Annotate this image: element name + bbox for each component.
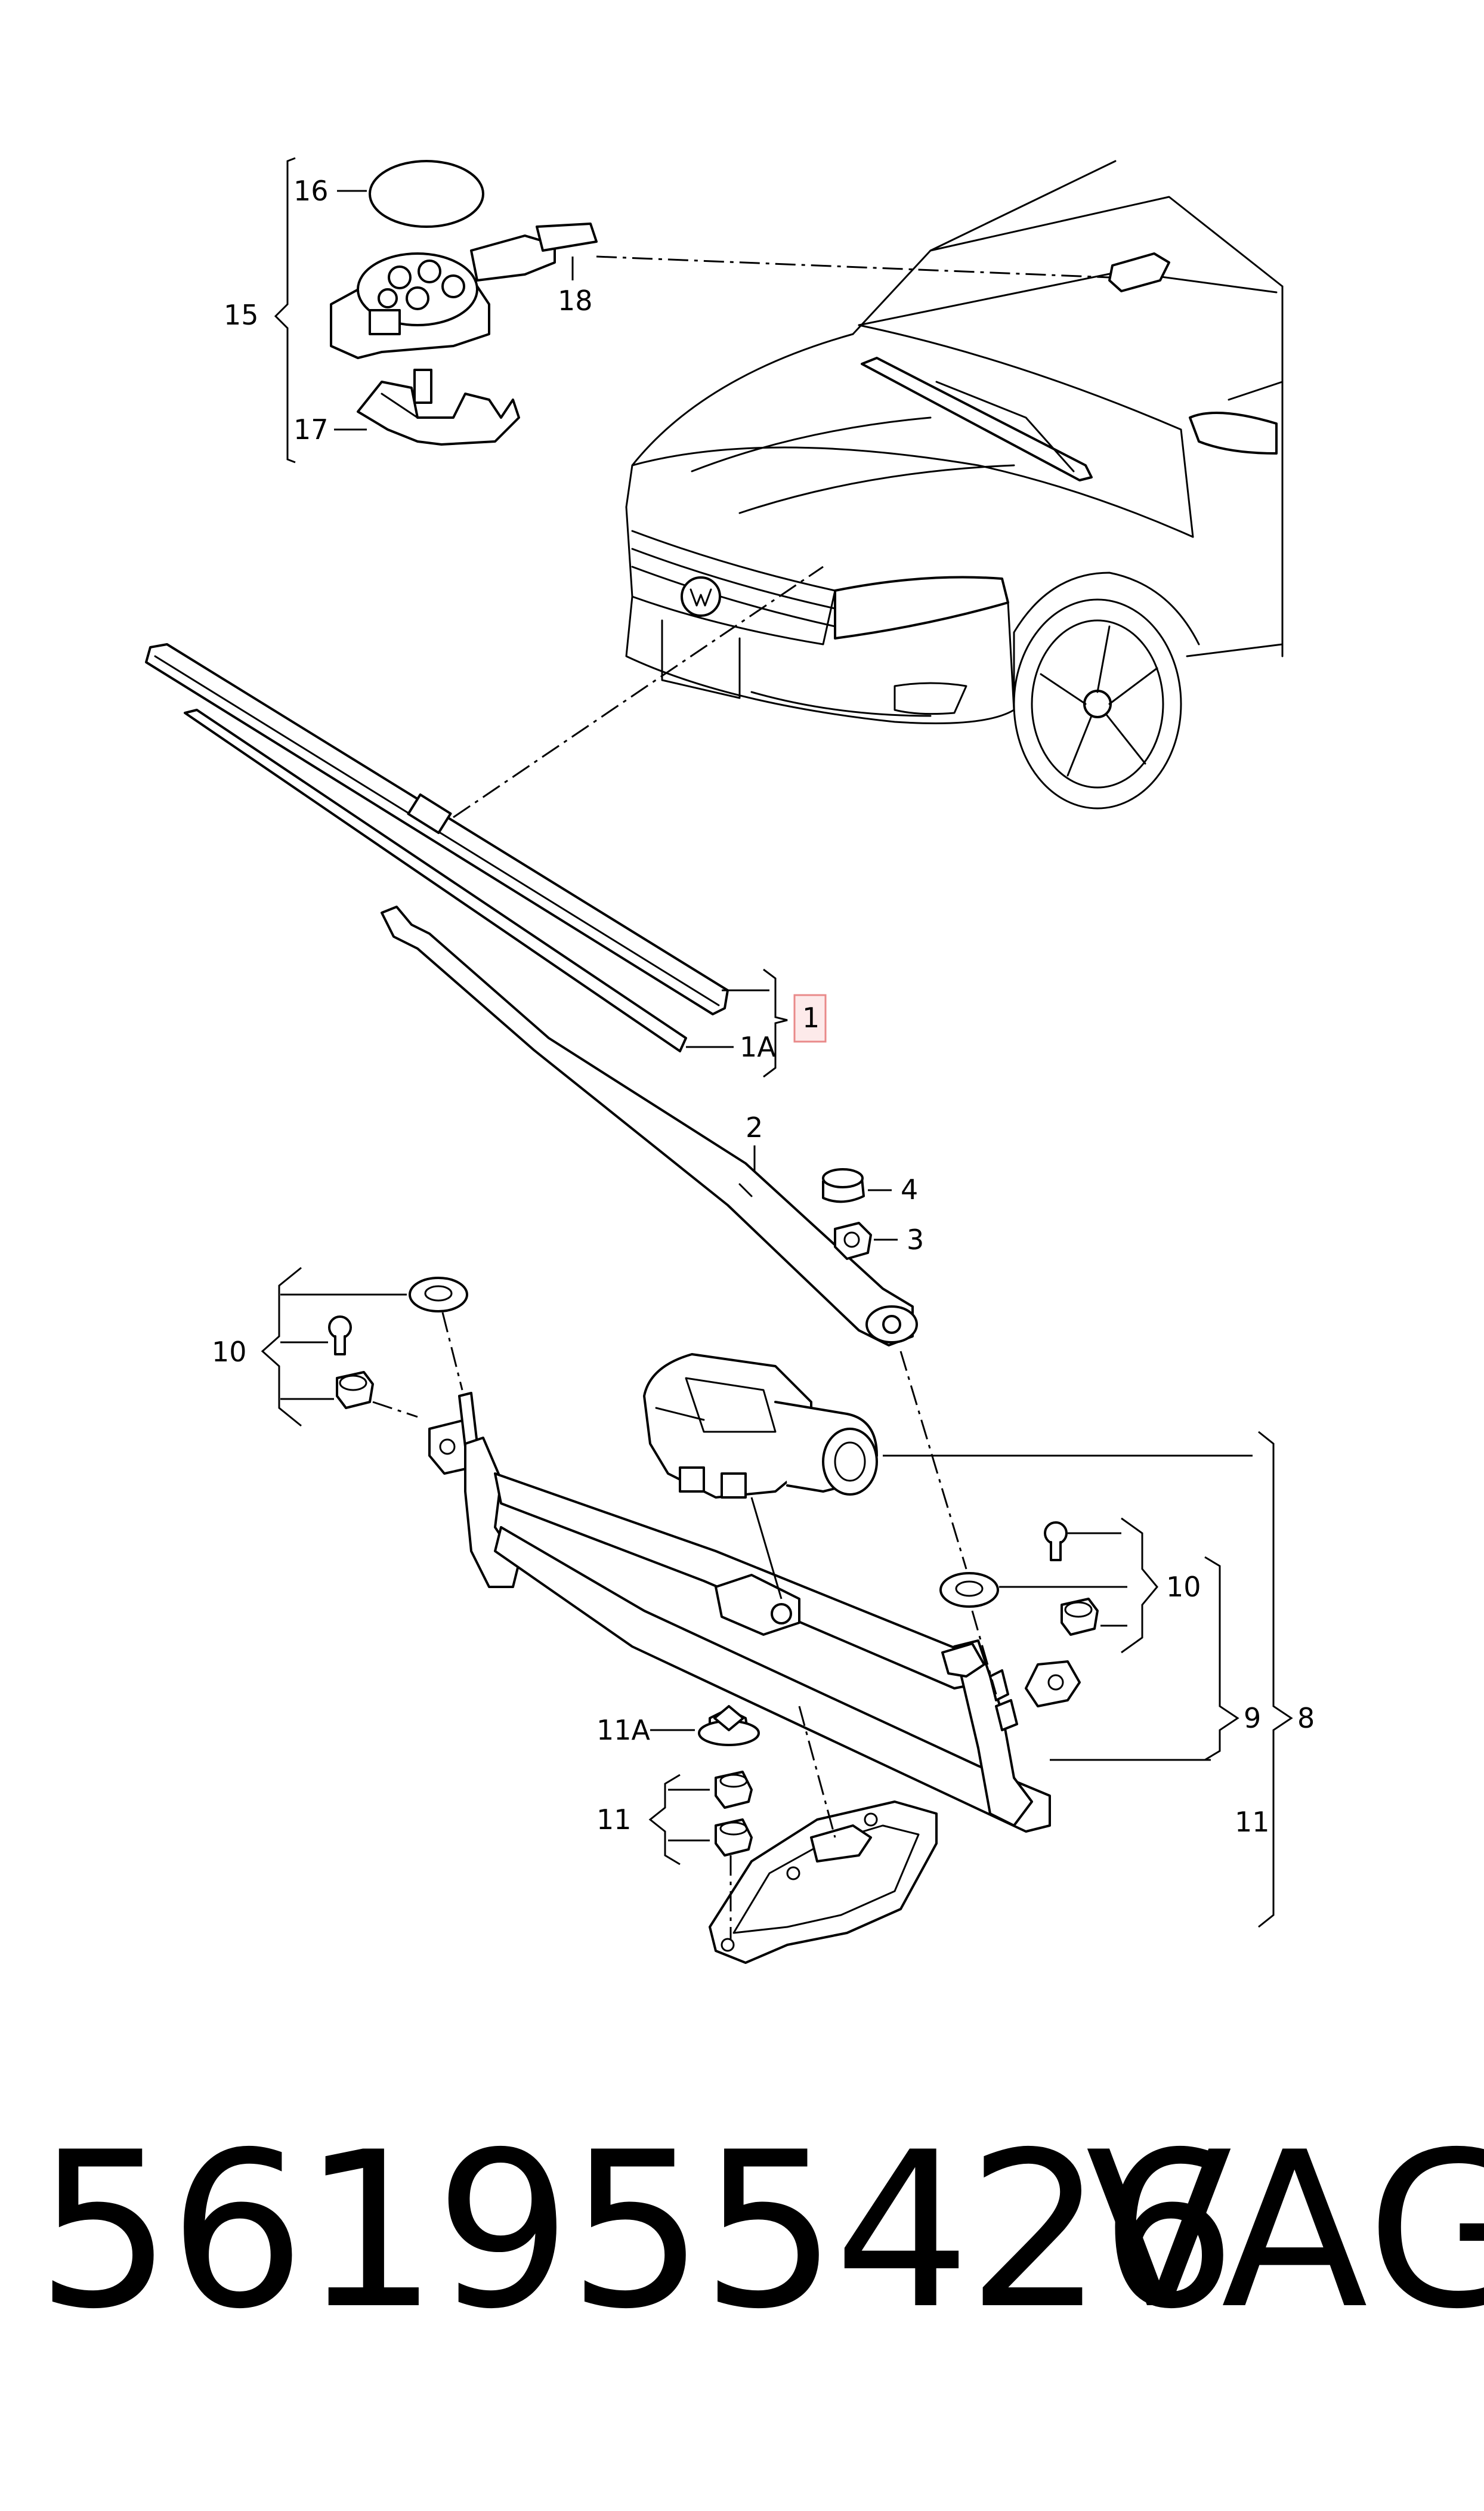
callout-17: 17	[293, 413, 329, 446]
callout-18: 18	[558, 285, 593, 317]
callout-2: 2	[746, 1111, 763, 1144]
callout-3: 3	[907, 1224, 924, 1256]
seal-ring-16	[369, 160, 484, 228]
callout-16: 16	[293, 175, 329, 207]
brand-label: VAG	[1086, 2106, 1484, 2356]
rain-sensor-group	[274, 157, 1110, 464]
wiper-arm-2	[381, 906, 918, 1346]
callout-8: 8	[1297, 1702, 1315, 1734]
part-number: 561955426	[36, 2106, 1236, 2356]
blade-rubber-1a	[184, 709, 687, 1052]
left-mount-parts-10	[261, 1267, 468, 1427]
mounting-plate	[709, 1706, 938, 1964]
wiper-motor-11	[643, 1353, 1253, 1599]
callout-1: 1	[802, 1002, 820, 1034]
callout-11-right: 11	[1235, 1806, 1270, 1838]
right-mount-parts-10	[899, 1351, 1158, 1695]
cap-4	[822, 1168, 892, 1203]
mount-parts-11a	[650, 1705, 760, 1746]
callout-1-highlight	[793, 994, 827, 1043]
wiper-linkage-9	[428, 1392, 1081, 1833]
nut-3	[834, 1222, 898, 1260]
callout-11a: 11A	[596, 1714, 651, 1746]
callout-4: 4	[901, 1173, 918, 1206]
callout-11-left: 11	[596, 1803, 632, 1836]
car-front-illustration	[625, 160, 1284, 810]
callout-1a: 1A	[740, 1031, 776, 1063]
sensor-bracket-17	[357, 369, 520, 446]
callout-10-left: 10	[212, 1336, 247, 1368]
rain-sensor-15	[330, 223, 598, 359]
callout-9: 9	[1244, 1702, 1261, 1734]
callout-10-right: 10	[1166, 1571, 1201, 1603]
wiper-system-exploded-diagram: 16 15 18 17 1 1A 2 4 3 10 10 9 8 11 11A …	[145, 157, 1315, 1964]
callout-15: 15	[224, 299, 259, 331]
wiper-blade-1	[145, 566, 827, 1078]
mount-parts-11	[648, 1771, 753, 1866]
